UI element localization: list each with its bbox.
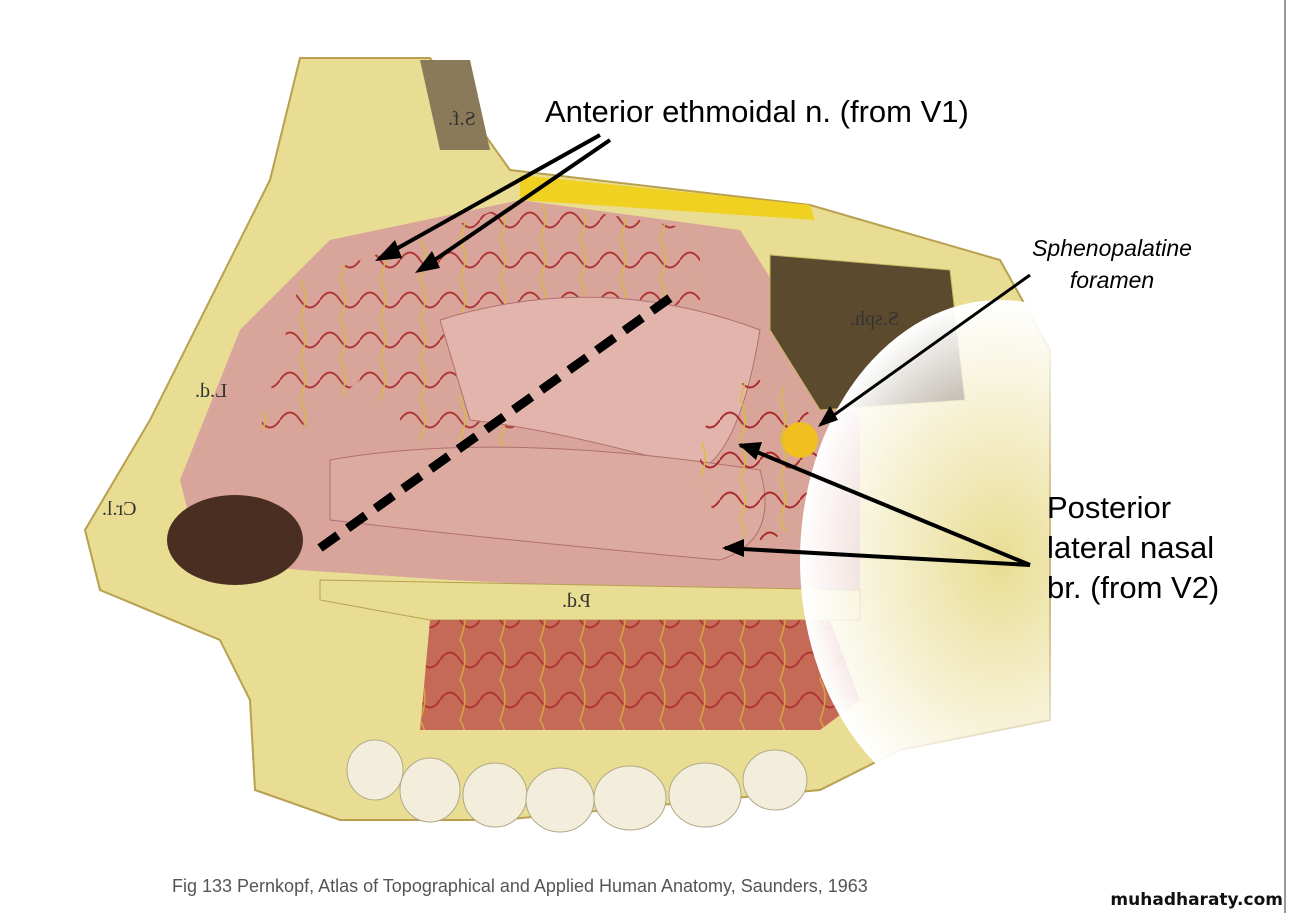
- letter-sf: S.f.: [448, 108, 476, 130]
- label-line: Sphenopalatine: [1032, 235, 1192, 261]
- frontal-sinus: [420, 60, 490, 150]
- label-posterior-lateral-nasal: Posterior lateral nasal br. (from V2): [1047, 488, 1219, 608]
- letter-pd: P.d.: [562, 590, 591, 612]
- label-line: foramen: [1069, 267, 1155, 293]
- sphenopalatine-vessels: [700, 380, 820, 540]
- label-line: lateral nasal: [1047, 530, 1215, 565]
- watermark: muhadharaty.com: [1110, 890, 1283, 910]
- nostril: [167, 495, 303, 585]
- letter-crl: Cr.l.: [102, 498, 137, 520]
- letter-ssph: S.sph.: [850, 308, 899, 330]
- pointer-arrows: [379, 133, 1031, 567]
- teeth: [346, 739, 808, 833]
- arrowheads: [375, 240, 838, 557]
- letter-ld: L.d.: [195, 380, 228, 402]
- pharynx-fade: [800, 300, 1200, 820]
- label-line: br. (from V2): [1047, 570, 1220, 605]
- figure-caption: Fig 133 Pernkopf, Atlas of Topographical…: [172, 876, 868, 896]
- label-anterior-ethmoidal: Anterior ethmoidal n. (from V1): [545, 94, 969, 129]
- dashed-marker-line: [317, 294, 673, 552]
- label-sphenopalatine-foramen: Sphenopalatine foramen: [1012, 232, 1212, 296]
- label-line: Posterior: [1047, 490, 1172, 525]
- cribriform-plate: [520, 175, 815, 220]
